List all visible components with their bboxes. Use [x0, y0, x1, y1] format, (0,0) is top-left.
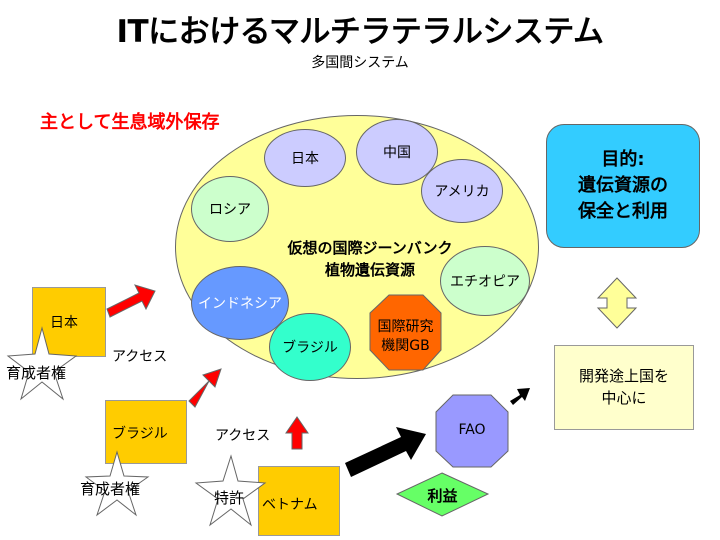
patent-star [194, 454, 267, 527]
purpose-line-1: 目的: [601, 148, 645, 170]
breeders-rights-star-2 [84, 450, 150, 517]
breeders-rights-star-1 [6, 326, 78, 401]
patent-label: 特許 [214, 489, 245, 507]
access-label-2: アクセス [215, 428, 271, 444]
country-circle-russia: ロシア [191, 176, 269, 242]
institute-octagon [369, 294, 442, 371]
breeders-rights-label-1: 育成者権 [6, 364, 67, 382]
access-arrow-1 [106, 284, 156, 318]
institute-line-1: 国際研究 [377, 319, 434, 335]
box-label-vietnam: ベトナム [262, 497, 318, 513]
box-label-brazil: ブラジル [112, 426, 168, 442]
country-circle-indonesia: インドネシア [191, 266, 289, 340]
page-subtitle: 多国間システム [311, 55, 409, 71]
country-circle-america: アメリカ [421, 159, 503, 223]
country-circle-japan: 日本 [264, 129, 346, 187]
developing-line-2: 中心に [601, 388, 647, 407]
country-box-vietnam [258, 466, 340, 536]
institute-label: 国際研究 機関GB [370, 318, 441, 356]
country-label-china: 中国 [383, 145, 411, 161]
country-label-ethiopia: エチオピア [450, 274, 520, 290]
country-circle-brazil: ブラジル [269, 313, 351, 381]
country-label-japan: 日本 [291, 151, 319, 167]
country-label-russia: ロシア [209, 202, 251, 218]
benefit-label: 利益 [427, 487, 458, 505]
access-arrow-2 [188, 368, 222, 408]
ex-situ-note: 主として生息域外保存 [40, 112, 220, 133]
purpose-box: 目的: 遺伝資源の 保全と利用 [546, 124, 700, 248]
country-circle-ethiopia: エチオピア [440, 246, 530, 316]
access-label-1: アクセス [112, 349, 168, 365]
country-label-brazil: ブラジル [282, 340, 338, 356]
fao-label: FAO [458, 422, 486, 438]
fao-flow-arrow [510, 388, 530, 405]
double-arrow [596, 277, 638, 329]
access-arrow-3 [285, 416, 309, 450]
country-circle-china: 中国 [356, 119, 438, 185]
page-title: ITにおけるマルチラテラルシステム [116, 14, 604, 50]
benefit-flow-arrow [345, 427, 426, 477]
developing-countries-box: 開発途上国を 中心に [554, 345, 694, 430]
box-label-japan: 日本 [50, 315, 78, 331]
fao-octagon [435, 394, 509, 468]
country-label-indonesia: インドネシア [198, 296, 282, 312]
institute-line-2: 機関GB [381, 337, 430, 354]
gene-bank-label: 仮想の国際ジーンバンク [287, 239, 453, 257]
purpose-line-3: 保全と利用 [578, 201, 668, 223]
breeders-rights-label-2: 育成者権 [80, 480, 141, 498]
plant-genetic-resources-label: 植物遺伝資源 [324, 261, 415, 279]
country-label-america: アメリカ [434, 184, 490, 200]
developing-line-1: 開発途上国を [578, 366, 669, 385]
benefit-diamond [395, 472, 490, 517]
purpose-line-2: 遺伝資源の [578, 174, 668, 196]
country-box-brazil [105, 400, 187, 464]
